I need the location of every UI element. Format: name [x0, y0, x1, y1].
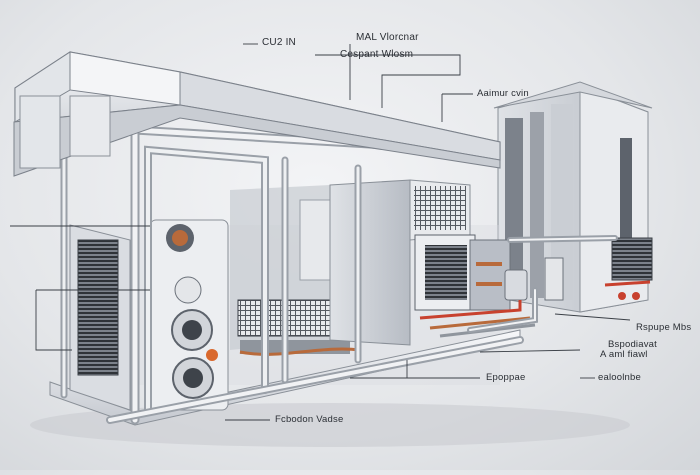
label-right-2: Bspodiavat — [608, 339, 658, 350]
label-bottom-mid: Epoppae — [486, 372, 526, 383]
leader-lines — [10, 43, 631, 421]
label-top-right: Aaimur cvin — [477, 88, 529, 99]
label-top-a: CU2 IN — [262, 37, 296, 48]
label-right-1: Rspupe Mbs — [636, 322, 692, 333]
leader-left-2 — [35, 290, 72, 351]
compressor-stack — [149, 219, 229, 411]
leader-right-1 — [554, 313, 631, 321]
left-grille-panel — [69, 224, 131, 411]
heat-exchanger-coil — [544, 237, 653, 301]
label-right-3: A aml fiawl — [600, 349, 648, 360]
label-bottom-right: ealoolnbe — [598, 372, 642, 383]
label-top-b: MAL Vlorcnar — [356, 32, 419, 43]
leader-top-c — [315, 54, 461, 108]
condenser-unit — [414, 234, 528, 311]
leader-right-2 — [479, 349, 581, 353]
central-cabinet — [329, 179, 471, 346]
label-top-c: Cespant Wlosm — [340, 49, 414, 60]
label-bottom-left: Fcbodon Vadse — [275, 414, 344, 425]
cabinet-unit — [493, 81, 653, 313]
top-duct-hood — [13, 51, 501, 177]
copper-pipework — [419, 280, 651, 338]
